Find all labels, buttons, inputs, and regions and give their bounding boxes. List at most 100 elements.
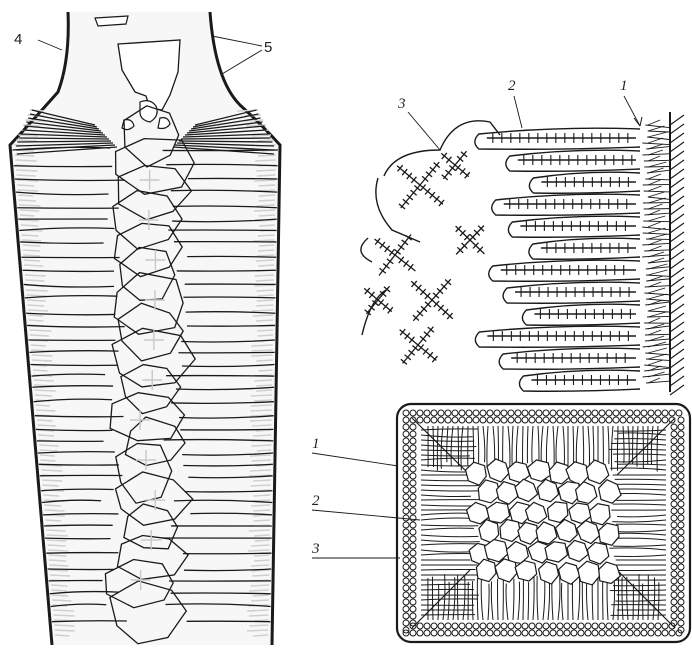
texture-stroke [38, 435, 54, 436]
dendrite-arm [402, 240, 408, 245]
texture-stroke [27, 305, 44, 306]
hatch-stroke [670, 322, 684, 332]
ray-bottom [618, 577, 619, 620]
texture-stroke [251, 345, 272, 346]
texture-stroke [256, 170, 276, 171]
texture-stroke [254, 400, 272, 401]
texture-stroke [29, 320, 44, 321]
texture-stroke [47, 540, 66, 541]
hatch-stroke [670, 313, 684, 323]
texture-stroke [250, 625, 269, 626]
chill-stroke [644, 191, 669, 192]
hatch-stroke [670, 286, 684, 296]
grain-boundary [45, 538, 111, 539]
texture-stroke [254, 180, 275, 181]
texture-stroke [249, 615, 268, 616]
dendrite-arm [399, 257, 404, 263]
grain-boundary [46, 553, 118, 554]
dendrite-arm [389, 249, 394, 255]
hatch-stroke [670, 223, 684, 233]
texture-stroke [257, 330, 273, 331]
hatch-stroke [670, 124, 684, 134]
dendrite-arm [380, 242, 385, 248]
texture-stroke [257, 255, 274, 256]
texture-stroke [30, 335, 49, 336]
chill-stroke [648, 300, 663, 305]
texture-stroke [252, 425, 271, 426]
grain-boundary [183, 553, 272, 554]
texture-stroke [259, 215, 275, 216]
texture-stroke [34, 380, 54, 381]
texture-stroke [253, 595, 269, 596]
texture-stroke [258, 140, 274, 141]
texture-stroke [256, 320, 273, 321]
hatch-stroke [670, 250, 684, 260]
ray-bottom [432, 577, 433, 620]
texture-stroke [255, 160, 275, 161]
texture-stroke [24, 260, 41, 261]
texture-stroke [249, 530, 270, 531]
texture-stroke [259, 185, 276, 186]
texture-stroke [257, 205, 275, 206]
hatch-stroke [670, 349, 684, 359]
texture-stroke [26, 290, 48, 291]
chill-zone-grains [642, 120, 669, 383]
detail-label-3: 3 [397, 96, 406, 112]
leader-5a [212, 36, 262, 46]
texture-stroke [251, 565, 269, 566]
chill-stroke [643, 184, 669, 185]
hatch-stroke [670, 277, 684, 287]
texture-stroke [20, 220, 38, 221]
dendrite-finger [529, 238, 640, 259]
texture-stroke [257, 175, 276, 176]
chill-stroke [648, 132, 667, 137]
hatch-stroke [670, 196, 684, 206]
texture-stroke [254, 560, 269, 561]
texture-stroke [251, 395, 272, 396]
section-label-3: 3 [311, 541, 320, 557]
dendrite-arm [404, 260, 409, 266]
dendrite-finger [508, 216, 640, 237]
hatch-stroke [670, 232, 684, 242]
section-label-2: 2 [312, 493, 320, 509]
texture-stroke [253, 635, 268, 636]
texture-stroke [51, 590, 67, 591]
dendrite-arm [375, 238, 380, 244]
dendrite-cross [442, 212, 499, 269]
texture-stroke [258, 370, 272, 371]
texture-stroke [43, 495, 59, 496]
dendrite-cross [384, 311, 452, 379]
texture-stroke [254, 380, 272, 381]
texture-stroke [251, 460, 271, 461]
texture-stroke [53, 615, 74, 616]
chill-stroke [648, 294, 667, 299]
dendrite-arm [387, 259, 393, 264]
chill-stroke [648, 318, 660, 323]
hatch-stroke [670, 340, 684, 350]
dendrite-finger [475, 326, 640, 347]
hatch-stroke [670, 268, 684, 278]
texture-stroke [252, 350, 273, 351]
hatch-stroke [670, 160, 684, 170]
chill-stroke [648, 120, 660, 125]
texture-stroke [251, 445, 271, 446]
texture-stroke [25, 275, 46, 276]
texture-stroke [28, 310, 48, 311]
chill-stroke [648, 216, 665, 221]
label-4: 4 [14, 31, 22, 48]
ray-top [473, 426, 474, 463]
hatch-stroke [670, 214, 684, 224]
chill-stroke [643, 221, 669, 222]
detail-label-1: 1 [620, 78, 628, 94]
chill-stroke [648, 288, 665, 293]
texture-stroke [49, 565, 68, 566]
texture-stroke [36, 405, 50, 406]
texture-stroke [22, 235, 39, 236]
texture-stroke [252, 310, 273, 311]
texture-stroke [247, 630, 268, 631]
texture-stroke [27, 295, 47, 296]
hatch-stroke [670, 376, 684, 386]
dendrite-finger [503, 282, 640, 303]
texture-stroke [22, 240, 41, 241]
